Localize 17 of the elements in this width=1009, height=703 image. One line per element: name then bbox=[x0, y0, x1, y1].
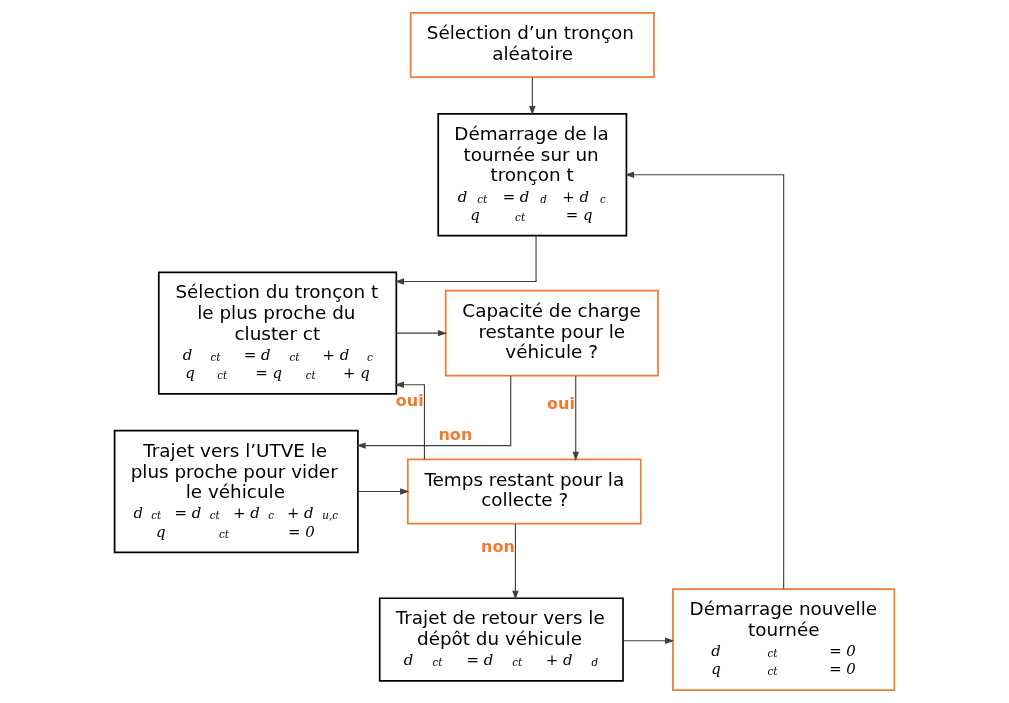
node-box: Sélection d’un tronçon aléatoire bbox=[409, 12, 655, 79]
arrow bbox=[356, 375, 512, 449]
edge-label: oui bbox=[395, 390, 424, 410]
arrow bbox=[572, 375, 579, 461]
arrow bbox=[624, 171, 785, 590]
edge-label: oui bbox=[547, 393, 576, 413]
arrow bbox=[529, 76, 536, 116]
node-box: Temps restant pour la collecte ? bbox=[406, 458, 642, 525]
edge-label: non bbox=[438, 425, 473, 445]
arrow bbox=[512, 523, 519, 600]
arrow bbox=[394, 235, 537, 285]
node-box: Capacité de charge restante pour le véhicule ? bbox=[444, 289, 659, 377]
arrow bbox=[622, 637, 675, 644]
arrow bbox=[357, 488, 410, 495]
edge-label: non bbox=[480, 537, 515, 557]
arrow bbox=[396, 329, 448, 337]
arrow bbox=[394, 381, 426, 460]
